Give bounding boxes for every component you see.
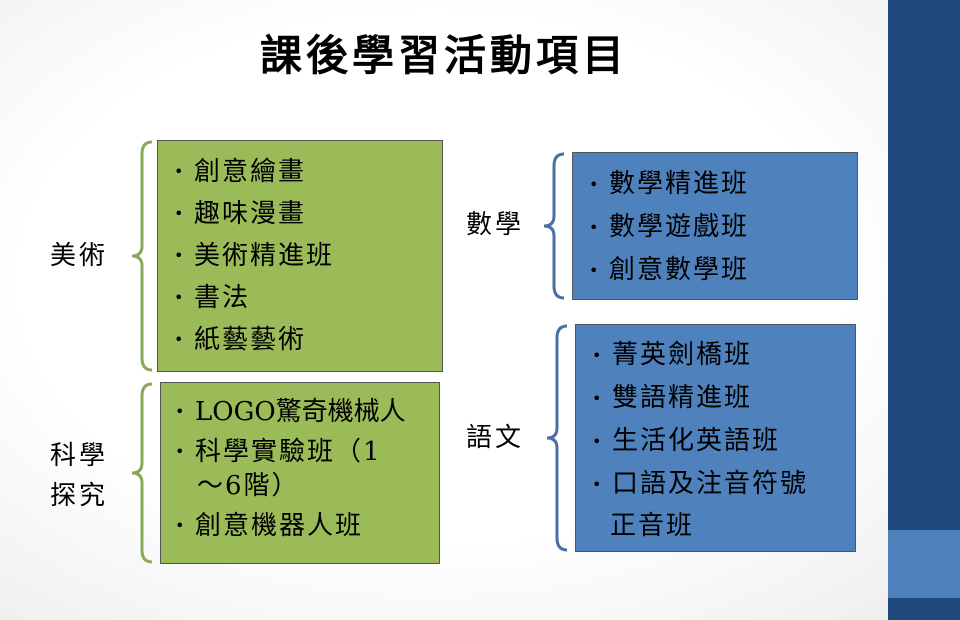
- category-science-line: 探究: [50, 481, 109, 511]
- art-item: 紙藝藝術: [172, 319, 442, 361]
- language-item: 生活化英語班: [590, 420, 855, 463]
- language-item: 雙語精進班: [590, 377, 855, 420]
- science-item: 創意機器人班: [173, 501, 439, 551]
- math-item: 創意數學班: [587, 249, 857, 292]
- page-title: 課後學習活動項目: [259, 31, 628, 80]
- science-item-continued: ～6階）: [197, 471, 300, 501]
- science-item: 科學實驗班（1: [173, 433, 439, 471]
- math-box: 數學精進班 數學遊戲班 創意數學班: [572, 152, 858, 300]
- art-brace: [131, 140, 153, 372]
- category-language: 語文: [466, 423, 525, 453]
- category-science: 科學 探究: [50, 436, 108, 516]
- art-item: 書法: [172, 277, 442, 319]
- science-item: LOGO驚奇機械人: [173, 391, 439, 433]
- category-art: 美術: [50, 241, 109, 271]
- art-item: 趣味漫畫: [172, 193, 442, 235]
- math-item: 數學遊戲班: [587, 206, 857, 249]
- science-brace: [131, 382, 153, 564]
- sidebar-accent: [888, 530, 960, 598]
- art-box: 創意繪畫 趣味漫畫 美術精進班 書法 紙藝藝術: [157, 140, 443, 372]
- math-brace: [543, 152, 565, 300]
- sidebar-bar: [888, 0, 960, 620]
- art-item: 美術精進班: [172, 235, 442, 277]
- language-item-continued: 正音班: [610, 511, 695, 541]
- language-item: 口語及注音符號: [590, 463, 855, 506]
- science-box: LOGO驚奇機械人 科學實驗班（1 ～6階） 創意機器人班: [160, 382, 440, 564]
- language-item: 菁英劍橋班: [590, 334, 855, 377]
- language-brace: [546, 324, 568, 552]
- language-box: 菁英劍橋班 雙語精進班 生活化英語班 口語及注音符號 正音班: [575, 324, 856, 552]
- art-item: 創意繪畫: [172, 151, 442, 193]
- category-science-line: 科學: [50, 441, 109, 471]
- math-item: 數學精進班: [587, 163, 857, 206]
- category-math: 數學: [466, 210, 525, 240]
